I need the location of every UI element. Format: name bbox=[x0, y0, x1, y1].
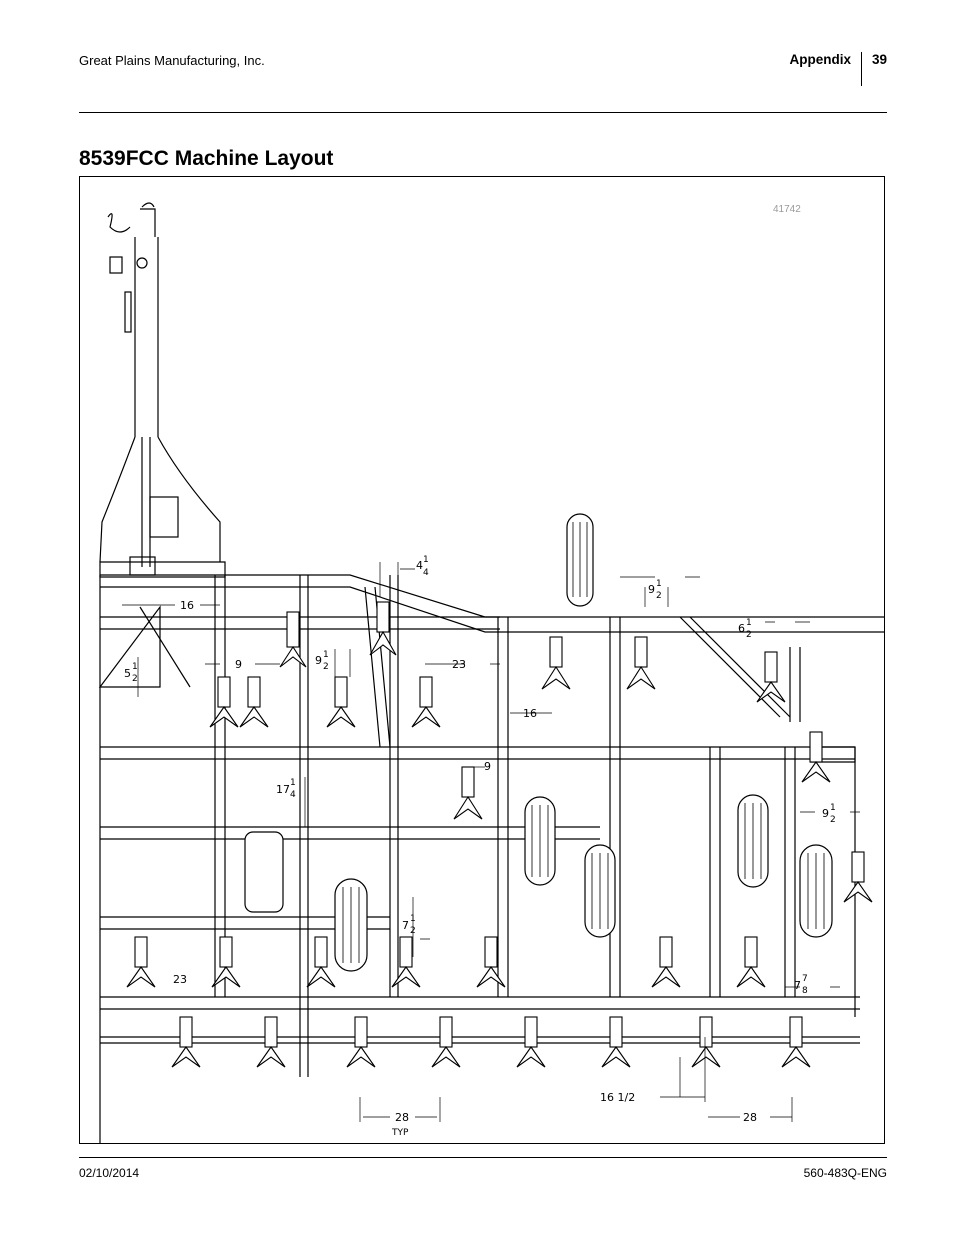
dim-6-1-2-num: 1 bbox=[746, 618, 752, 628]
dim-7-7-8-num: 7 bbox=[802, 974, 808, 984]
dim-7-1-2-den: 2 bbox=[410, 926, 416, 936]
dim-5-1-2: 5 bbox=[124, 667, 131, 680]
wheels bbox=[244, 513, 833, 972]
dim-28-right: 28 bbox=[743, 1111, 757, 1124]
dim-17-1-4-den: 4 bbox=[290, 790, 296, 800]
dim-7-1-2: 7 bbox=[402, 919, 409, 932]
page-title: 8539FCC Machine Layout bbox=[79, 147, 334, 170]
header-rule bbox=[79, 112, 887, 113]
header-separator bbox=[860, 52, 862, 86]
footer-rule bbox=[79, 1157, 887, 1158]
dim-9-1-2-c-den: 2 bbox=[830, 815, 836, 825]
dim-17-1-4: 17 bbox=[276, 783, 290, 796]
dim-9-1-2-a-den: 2 bbox=[323, 662, 329, 672]
figure-number: 41742 bbox=[773, 204, 801, 215]
dim-6-1-2: 6 bbox=[738, 622, 745, 635]
dim-7-7-8-den: 8 bbox=[802, 986, 808, 996]
dim-9-1-2-b-den: 2 bbox=[656, 591, 662, 601]
header-section: Appendix bbox=[789, 52, 851, 67]
dim-4-1-4-frac-den: 4 bbox=[423, 568, 429, 578]
dim-9-1-2-a: 9 bbox=[315, 654, 322, 667]
dim-4-1-4: 4 bbox=[416, 559, 423, 572]
shanks bbox=[126, 601, 873, 1068]
dim-9-1-2-b-num: 1 bbox=[656, 579, 662, 589]
dim-9-1-2-c-num: 1 bbox=[830, 803, 836, 813]
page-number: 39 bbox=[871, 52, 887, 67]
dim-28-left: 28 bbox=[395, 1111, 409, 1124]
dim-17-1-4-num: 1 bbox=[290, 778, 296, 788]
dimension-lines bbox=[122, 562, 860, 1122]
dim-16-top: 16 bbox=[180, 599, 194, 612]
machine-layout-figure: 41742 bbox=[79, 176, 885, 1144]
dim-typ: TYP bbox=[391, 1128, 409, 1138]
drawing-lines bbox=[98, 202, 884, 1143]
dim-4-1-4-frac-num: 1 bbox=[423, 555, 429, 565]
header-right: Appendix 39 bbox=[789, 52, 887, 86]
dim-16-mid: 16 bbox=[523, 707, 537, 720]
dim-6-1-2-den: 2 bbox=[746, 630, 752, 640]
footer-date: 02/10/2014 bbox=[79, 1166, 140, 1180]
footer-doc-number: 560-483Q-ENG bbox=[803, 1166, 887, 1180]
dim-5-1-2-den: 2 bbox=[132, 674, 138, 684]
dim-5-1-2-num: 1 bbox=[132, 662, 138, 672]
machine-layout-drawing: 4 1 4 16 9 9 1 2 23 5 1 2 16 9 1 2 6 1 2… bbox=[98, 202, 884, 1143]
dim-9-mid: 9 bbox=[484, 760, 491, 773]
dim-9-1-2-c: 9 bbox=[822, 807, 829, 820]
dim-7-1-2-num: 1 bbox=[410, 914, 416, 924]
dim-23-top: 23 bbox=[452, 658, 466, 671]
dim-16-half: 16 1/2 bbox=[600, 1091, 635, 1104]
dim-23-low: 23 bbox=[173, 973, 187, 986]
dim-9-1-2-b: 9 bbox=[648, 583, 655, 596]
dim-9-left: 9 bbox=[235, 658, 242, 671]
dim-7-7-8: 7 bbox=[794, 979, 801, 992]
dim-9-1-2-a-num: 1 bbox=[323, 650, 329, 660]
header-company: Great Plains Manufacturing, Inc. bbox=[79, 53, 265, 68]
wheel-treads bbox=[342, 522, 825, 963]
